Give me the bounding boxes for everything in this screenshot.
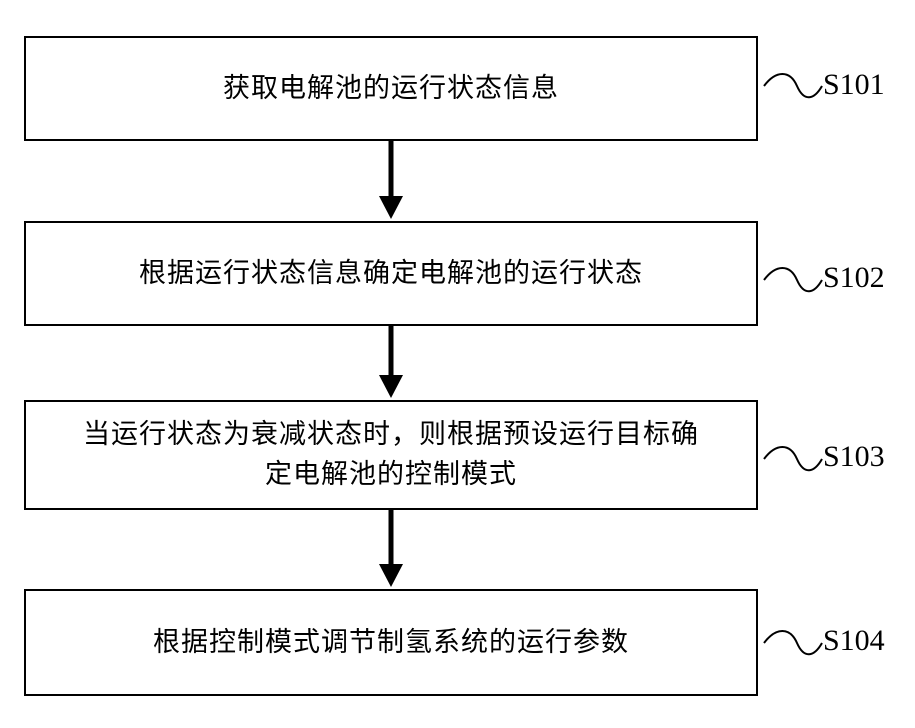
step-label-s102: S102 bbox=[823, 263, 885, 293]
step-box-s102: 根据运行状态信息确定电解池的运行状态 bbox=[24, 221, 758, 326]
leader-tilde-s104 bbox=[764, 631, 822, 654]
arrow-s101-to-s102 bbox=[379, 141, 403, 219]
step-box-s104: 根据控制模式调节制氢系统的运行参数 bbox=[24, 589, 758, 696]
step-box-s101: 获取电解池的运行状态信息 bbox=[24, 36, 758, 141]
step-text-s102: 根据运行状态信息确定电解池的运行状态 bbox=[119, 254, 663, 294]
step-text-s103: 当运行状态为衰减状态时，则根据预设运行目标确定电解池的控制模式 bbox=[51, 415, 731, 495]
step-label-s101: S101 bbox=[823, 70, 885, 100]
step-label-s104: S104 bbox=[823, 626, 885, 656]
leader-tilde-s101 bbox=[764, 74, 822, 97]
arrow-s103-to-s104 bbox=[379, 510, 403, 587]
step-label-s103: S103 bbox=[823, 442, 885, 472]
step-text-s101: 获取电解池的运行状态信息 bbox=[203, 69, 579, 109]
step-text-s104: 根据控制模式调节制氢系统的运行参数 bbox=[133, 623, 649, 663]
leader-tilde-s103 bbox=[764, 447, 822, 470]
arrow-s102-to-s103 bbox=[379, 326, 403, 398]
leader-tilde-s102 bbox=[764, 268, 822, 291]
step-box-s103: 当运行状态为衰减状态时，则根据预设运行目标确定电解池的控制模式 bbox=[24, 400, 758, 510]
